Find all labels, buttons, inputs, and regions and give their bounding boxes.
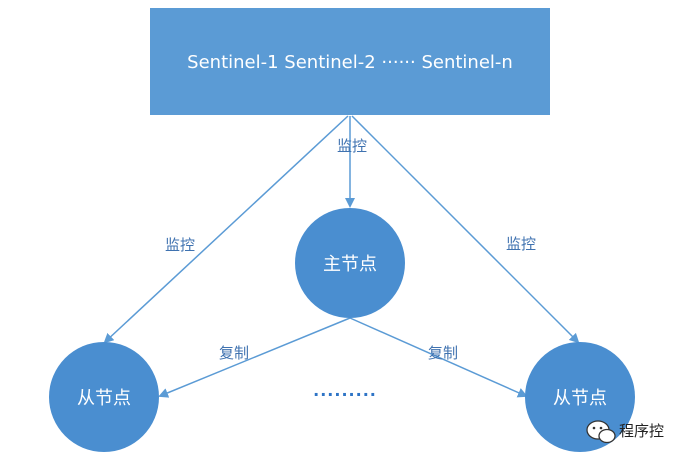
sentinel-group-box <box>150 8 550 115</box>
monitor-label-right: 监控 <box>506 235 536 253</box>
replicate-label-left: 复制 <box>219 344 249 362</box>
monitor-arrow-right <box>351 115 580 344</box>
monitor-label-left: 监控 <box>165 236 195 254</box>
monitor-arrow-left <box>103 115 349 344</box>
master-node-label: 主节点 <box>323 254 377 275</box>
slave-node-right-label: 从节点 <box>553 388 607 409</box>
more-slaves-ellipsis: ········· <box>313 385 377 404</box>
watermark-text: 程序控 <box>619 422 664 440</box>
monitor-label-center: 监控 <box>337 137 367 155</box>
sentinel-group-label: Sentinel-1 Sentinel-2 ······ Sentinel-n <box>187 52 513 73</box>
replicate-arrow-right <box>349 317 528 398</box>
slave-node-left <box>49 342 159 452</box>
replicate-label-right: 复制 <box>428 344 458 362</box>
slave-node-left-label: 从节点 <box>77 388 131 409</box>
master-node <box>295 208 405 318</box>
replicate-arrow-left <box>158 317 351 398</box>
wechat-icon <box>586 420 616 444</box>
